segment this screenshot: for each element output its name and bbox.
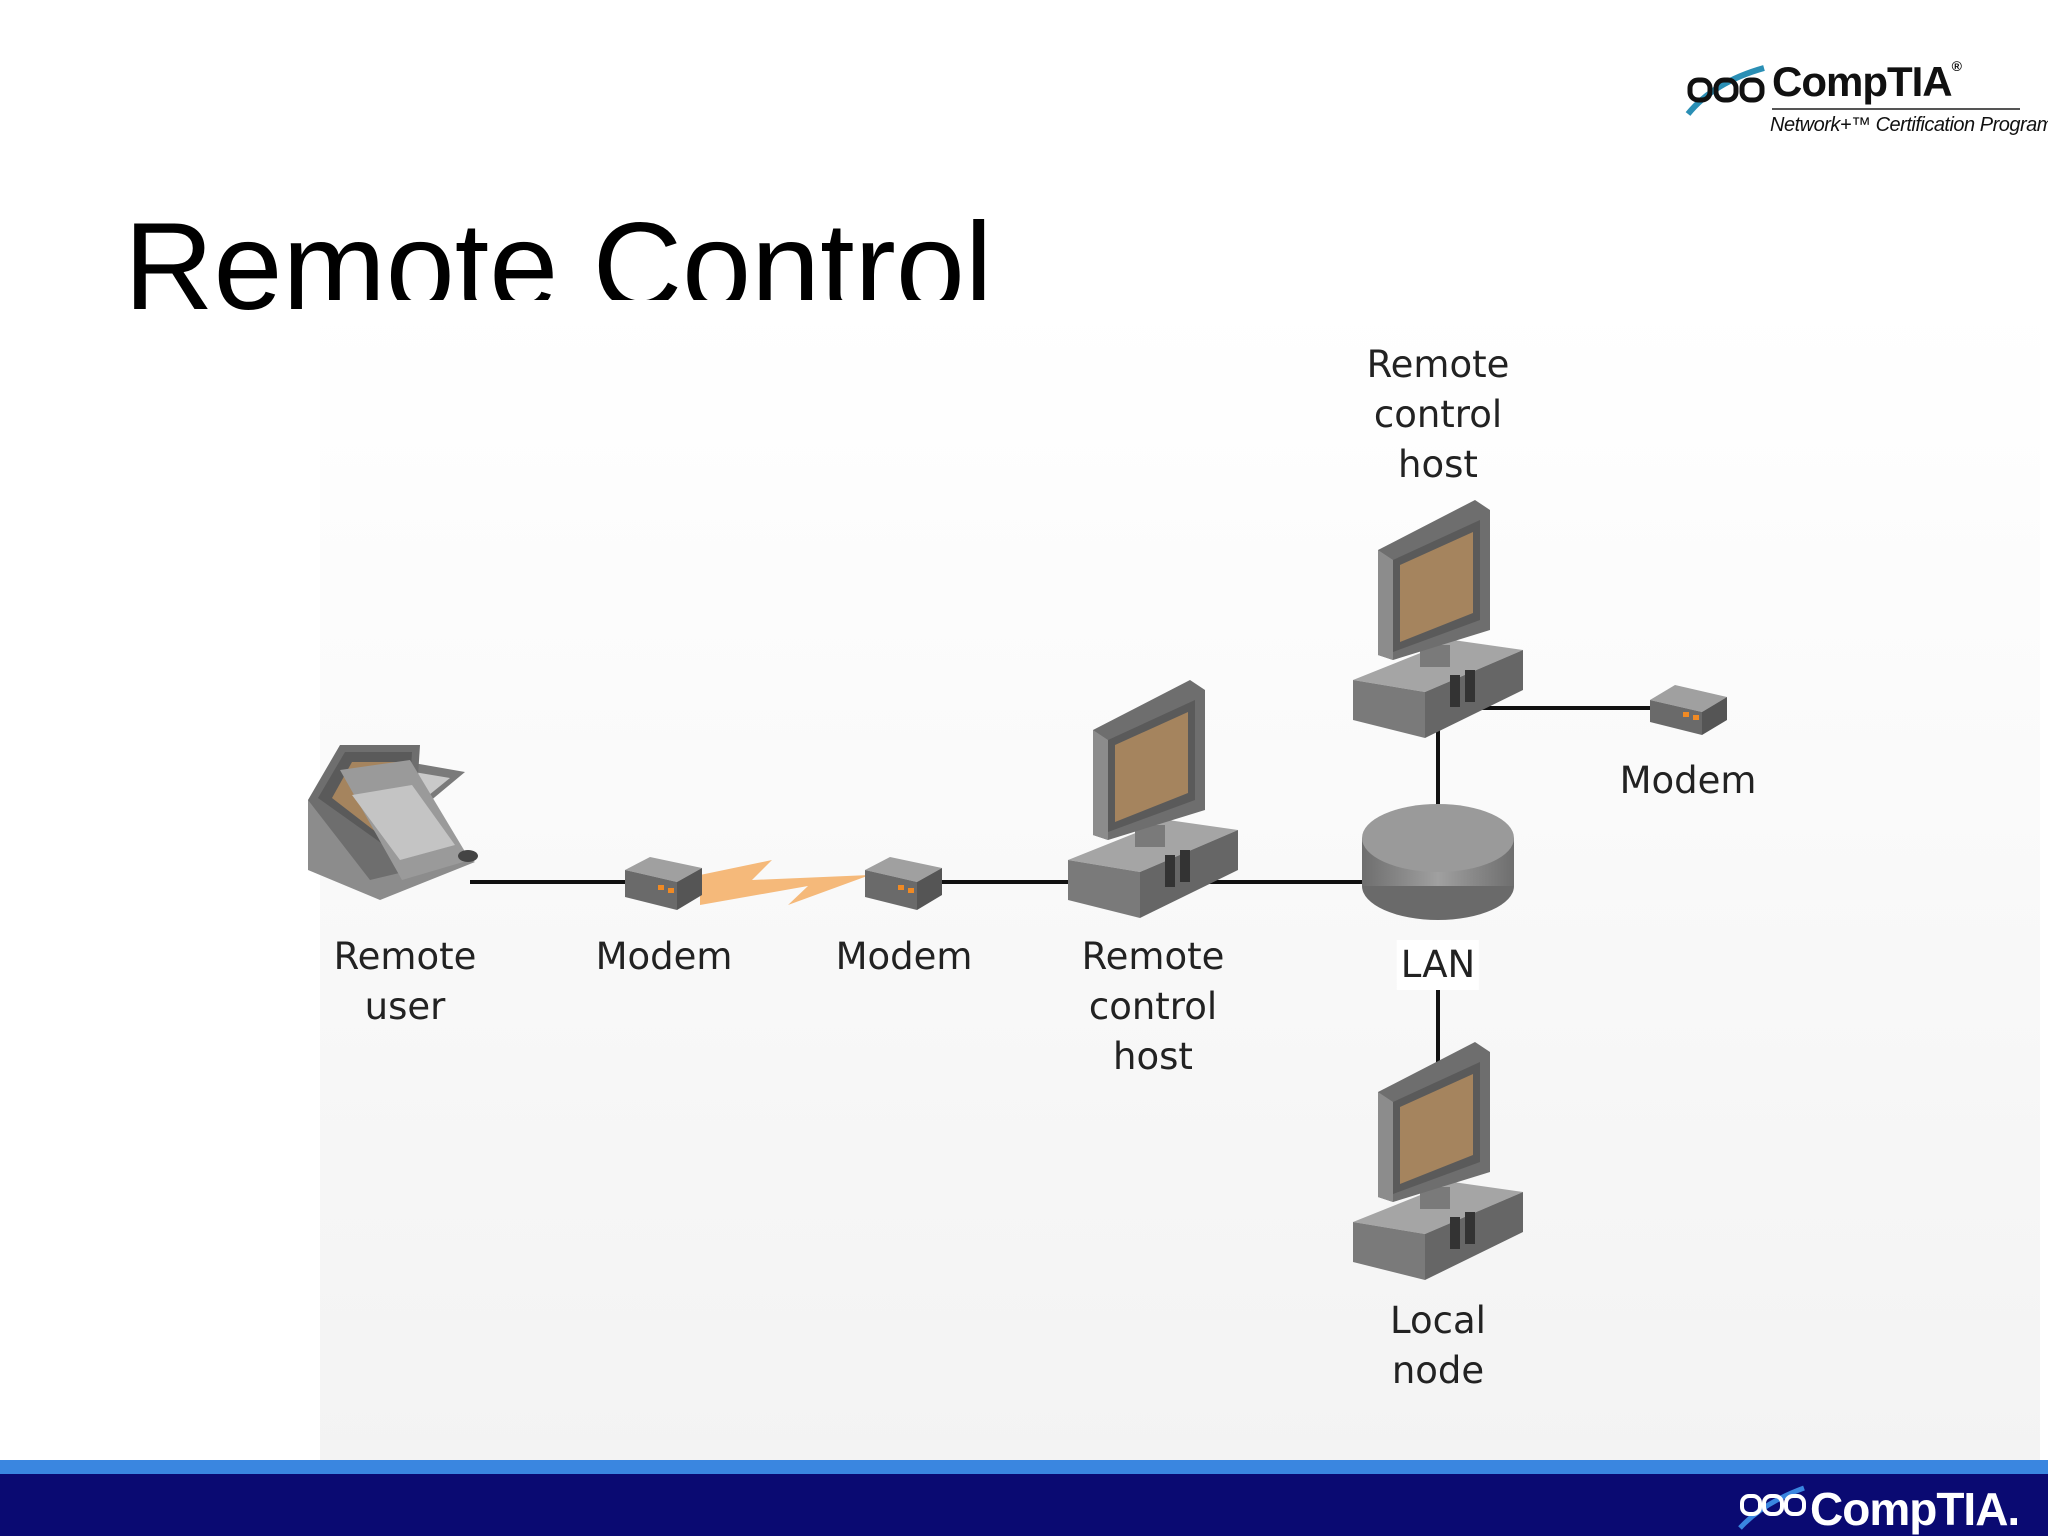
label-lan: LAN (1396, 940, 1480, 990)
footer-wordmark: CompTIA. (1810, 1483, 2020, 1535)
label-remote-control-host-middle: Remote control host (1081, 935, 1225, 1078)
connection-lines (470, 706, 1660, 1062)
footer-comptia-logo: CompTIA. (1738, 1478, 2038, 1535)
logo-divider (1772, 108, 2020, 110)
desktop-computer-icon (1068, 680, 1238, 918)
label-local-node: Local node (1390, 1299, 1486, 1392)
label-remote-user: Remote user (333, 935, 477, 1028)
label-modem-left: Modem (595, 935, 733, 978)
modem-icon (1650, 685, 1727, 735)
footer-bar (0, 1474, 2048, 1536)
desktop-computer-icon (1353, 1042, 1523, 1280)
desktop-computer-icon (1353, 500, 1523, 738)
label-modem-center: Modem (835, 935, 973, 978)
footer-logo-mark-icon (1738, 1485, 1806, 1530)
comptia-logo-mark-icon (1685, 65, 1765, 116)
label-modem-right: Modem (1619, 759, 1757, 802)
label-remote-control-host-top: Remote control host (1366, 343, 1510, 486)
modem-icon (625, 857, 702, 910)
lan-hub-icon (1362, 804, 1514, 920)
laptop-icon (308, 745, 478, 900)
network-diagram (308, 500, 1727, 1280)
footer-accent-bar (0, 1460, 2048, 1474)
logo-wordmark: CompTIA® (1772, 58, 1962, 105)
logo-subtitle: Network+™ Certification Program (1770, 114, 2048, 136)
modem-icon (865, 857, 942, 910)
dialup-lightning-icon (700, 860, 870, 905)
comptia-logo: CompTIA® Network+™ Certification Program (1684, 58, 2048, 140)
